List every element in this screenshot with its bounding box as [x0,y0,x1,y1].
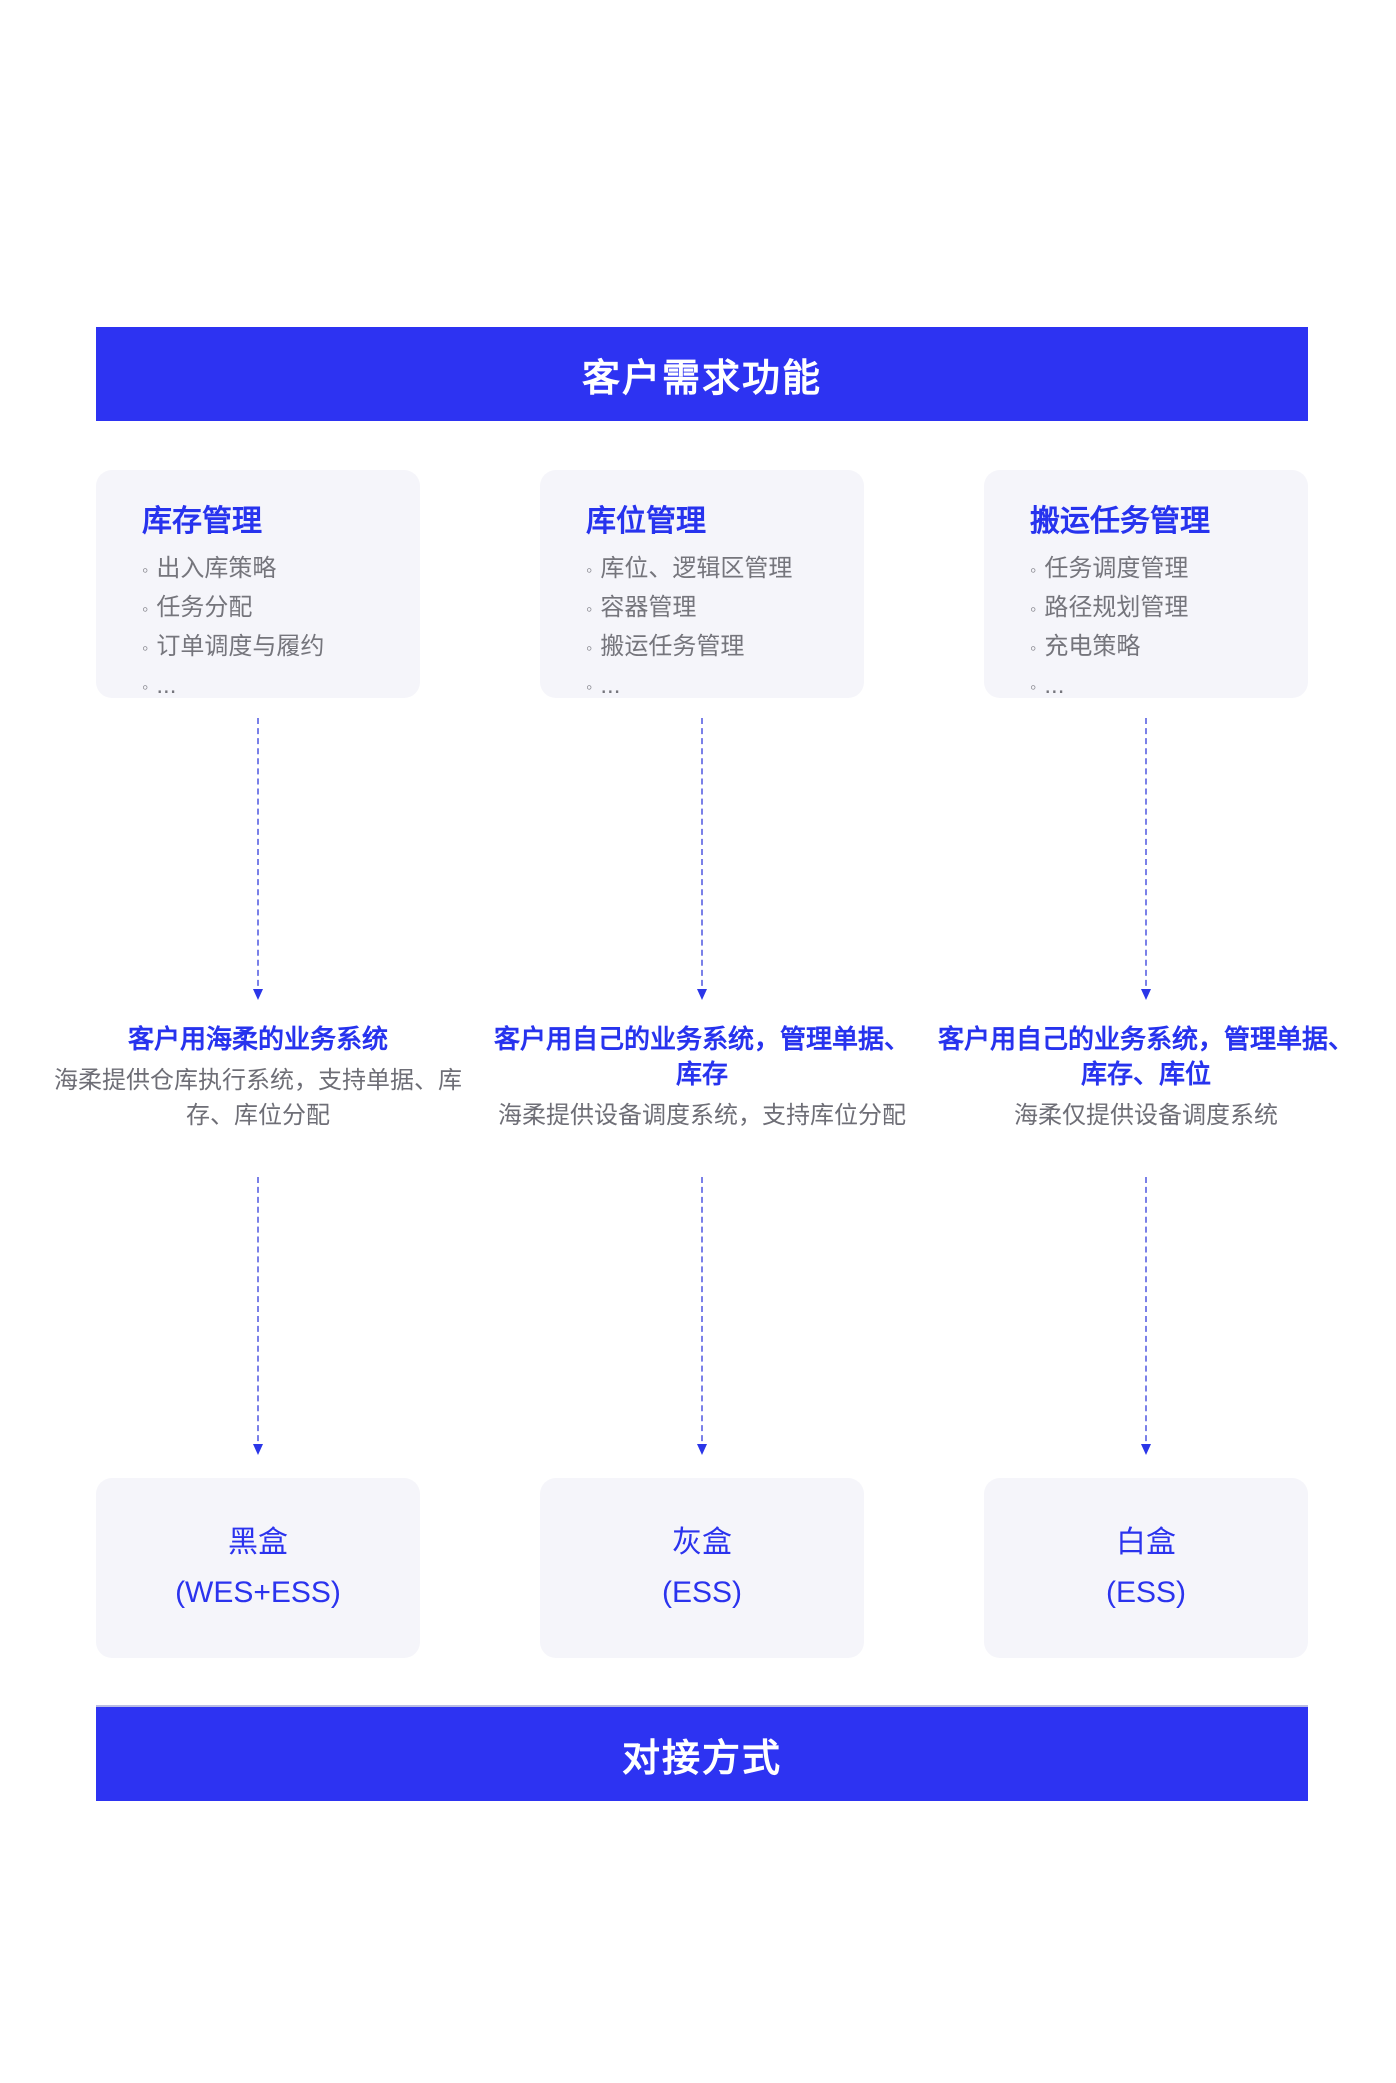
down-arrow-icon [253,1177,263,1455]
list-item: ◦ 库位、逻辑区管理 [586,550,844,589]
arrowhead-icon [253,1444,263,1455]
down-arrow-icon [697,718,707,1000]
list-item-label: 库位、逻辑区管理 [600,555,793,582]
list-item-label: ... [1044,672,1065,699]
list-item: ◦ 任务调度管理 [1030,550,1288,589]
bullet-icon: ◦ [1030,638,1037,658]
arrowhead-icon [253,989,263,1000]
bullet-icon: ◦ [142,638,149,658]
result-card-black-box: 黑盒 (WES+ESS) [96,1478,420,1658]
list-item-label: 任务调度管理 [1044,555,1189,582]
arrowhead-icon [697,1444,707,1455]
down-arrow-icon [697,1177,707,1455]
footer-banner-title: 对接方式 [621,1737,782,1780]
bullet-icon: ◦ [586,638,593,658]
footer-banner: 对接方式 [96,1705,1308,1801]
result-card-grey-box: 灰盒 (ESS) [540,1478,864,1658]
system-description-grey-box: 客户用自己的业务系统，管理单据、库存 海柔提供设备调度系统，支持库位分配 [482,1022,922,1133]
list-item-label: ... [600,672,621,699]
down-arrow-icon [1141,718,1151,1000]
bullet-icon: ◦ [586,560,593,580]
function-card-title: 库存管理 [142,505,262,538]
list-item: ◦ 充电策略 [1030,628,1288,667]
result-card-name: 黑盒 [228,1526,288,1559]
system-description-white-box: 客户用自己的业务系统，管理单据、库存、库位 海柔仅提供设备调度系统 [926,1022,1366,1133]
arrowhead-icon [1141,1444,1151,1455]
list-item: ◦... [1030,667,1288,706]
list-item: ◦ 搬运任务管理 [586,628,844,667]
system-description-black-box: 客户用海柔的业务系统 海柔提供仓库执行系统，支持单据、库存、库位分配 [38,1022,478,1133]
header-banner-title: 客户需求功能 [581,357,822,400]
arrowhead-icon [697,989,707,1000]
list-item: ◦ 订单调度与履约 [142,628,400,667]
function-card-title: 搬运任务管理 [1030,505,1210,538]
bullet-icon: ◦ [142,677,149,697]
bullet-icon: ◦ [142,560,149,580]
header-banner: 客户需求功能 [96,327,1308,421]
list-item-label: 任务分配 [156,594,253,621]
list-item-label: ... [156,672,177,699]
list-item-label: 出入库策略 [156,555,277,582]
system-description-body: 海柔提供设备调度系统，支持库位分配 [498,1102,906,1129]
bullet-icon: ◦ [586,677,593,697]
system-description-title: 客户用自己的业务系统，管理单据、库存、库位 [937,1024,1354,1089]
system-description-title: 客户用自己的业务系统，管理单据、库存 [493,1024,910,1089]
function-card-title: 库位管理 [586,505,706,538]
system-description-body: 海柔提供仓库执行系统，支持单据、库存、库位分配 [54,1067,462,1129]
list-item-label: 充电策略 [1044,633,1141,660]
bullet-icon: ◦ [586,599,593,619]
arrowhead-icon [1141,989,1151,1000]
down-arrow-icon [1141,1177,1151,1455]
list-item-label: 订单调度与履约 [156,633,325,660]
result-card-systems: (ESS) [1105,1576,1186,1609]
list-item: ◦... [142,667,400,706]
bullet-icon: ◦ [1030,599,1037,619]
bullet-icon: ◦ [1030,677,1037,697]
down-arrow-icon [253,718,263,1000]
bullet-icon: ◦ [1030,560,1037,580]
list-item: ◦ 任务分配 [142,589,400,628]
result-card-systems: (WES+ESS) [175,1576,341,1609]
list-item: ◦ 出入库策略 [142,550,400,589]
function-card-inventory: 库存管理 ◦ 出入库策略 ◦ 任务分配 ◦ 订单调度与履约 ◦... [96,470,420,699]
list-item-label: 搬运任务管理 [600,633,745,660]
list-item: ◦... [586,667,844,706]
result-card-white-box: 白盒 (ESS) [984,1478,1308,1658]
result-card-systems: (ESS) [661,1576,742,1609]
result-card-name: 灰盒 [672,1526,732,1559]
result-card-name: 白盒 [1116,1526,1176,1559]
list-item-label: 路径规划管理 [1044,594,1189,621]
list-item-label: 容器管理 [600,594,697,621]
list-item: ◦ 路径规划管理 [1030,589,1288,628]
system-description-body: 海柔仅提供设备调度系统 [1014,1102,1278,1129]
system-description-title: 客户用海柔的业务系统 [127,1024,388,1054]
function-card-transport-tasks: 搬运任务管理 ◦ 任务调度管理 ◦ 路径规划管理 ◦ 充电策略 ◦... [984,470,1308,699]
bullet-icon: ◦ [142,599,149,619]
list-item: ◦ 容器管理 [586,589,844,628]
function-card-locations: 库位管理 ◦ 库位、逻辑区管理 ◦ 容器管理 ◦ 搬运任务管理 ◦... [540,470,864,699]
